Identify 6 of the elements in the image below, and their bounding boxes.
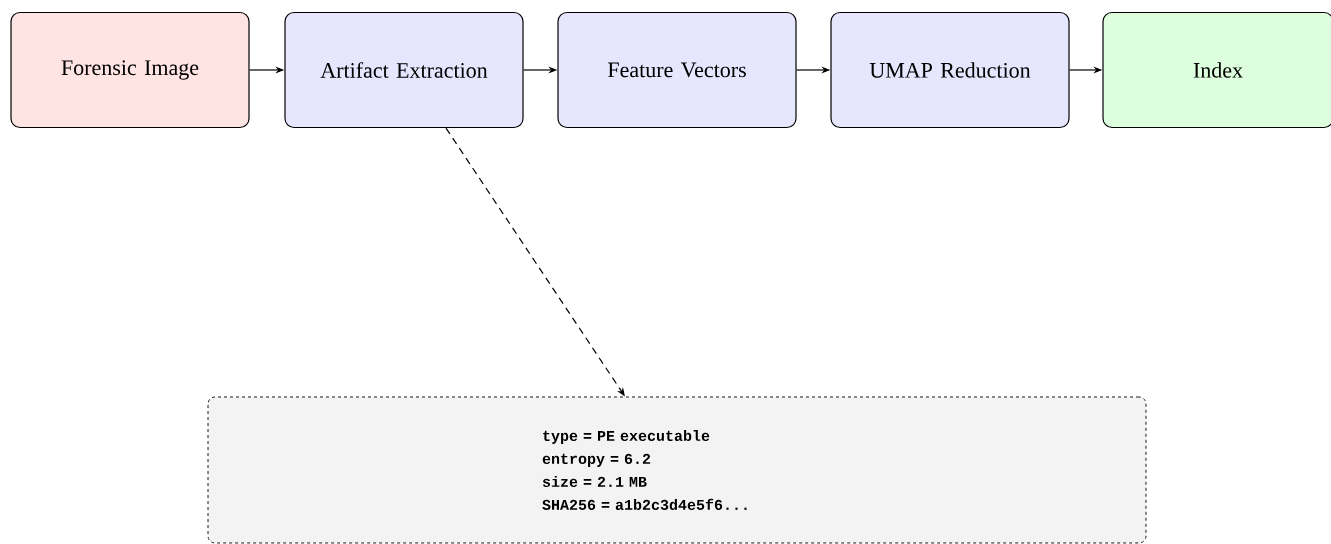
process-box: Artifact Extraction (284, 11, 524, 129)
process-box: Forensic Image (10, 11, 250, 129)
process-box: UMAP Reduction (830, 11, 1070, 129)
process-box: Feature Vectors (557, 11, 797, 129)
note-box: type = PE executable entropy = 6.2 size = 2.1 MB SHA256 = a1b2c3d4e5f6... (207, 396, 1147, 544)
process-box: Index (1102, 11, 1331, 129)
